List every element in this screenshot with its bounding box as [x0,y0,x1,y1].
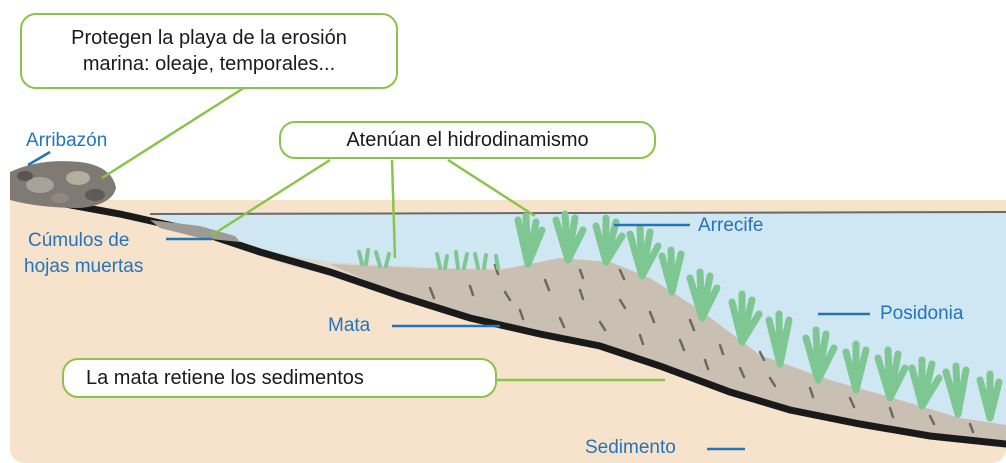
label-cumulos-line2: hojas muertas [24,256,144,277]
callout-atenuan: Atenúan el hidrodinamismo [279,121,656,159]
mata-texture [428,263,975,434]
posidonia-plants [514,210,1003,422]
callout-protegen-line2: marina: oleaje, temporales... [82,53,336,75]
label-cumulos-line1: Cúmulos de [28,230,130,251]
water-surface [149,211,1006,215]
posidonia-shoots-small [357,248,500,270]
callout-protegen-line1: Protegen la playa de la erosión [71,27,347,49]
arribazon-rocks [10,161,116,208]
label-posidonia: Posidonia [880,303,964,324]
label-arrecife: Arrecife [698,215,764,236]
label-cumulos: Cúmulos de hojas muertas [24,228,143,280]
dead-leaves-clump [150,220,240,242]
callout-retiene: La mata retiene los sedimentos [62,358,497,398]
label-sedimento: Sedimento [585,437,676,458]
callout-atenuan-text: Atenúan el hidrodinamismo [346,129,589,151]
label-mata: Mata [328,315,371,336]
callout-pointers [101,82,665,382]
mata-area [330,258,1006,444]
label-pointers [27,150,870,451]
callout-protegen: Protegen la playa de la erosión marina: … [20,13,398,89]
label-arribazon: Arribazón [26,130,108,151]
callout-retiene-text: La mata retiene los sedimentos [86,367,364,389]
